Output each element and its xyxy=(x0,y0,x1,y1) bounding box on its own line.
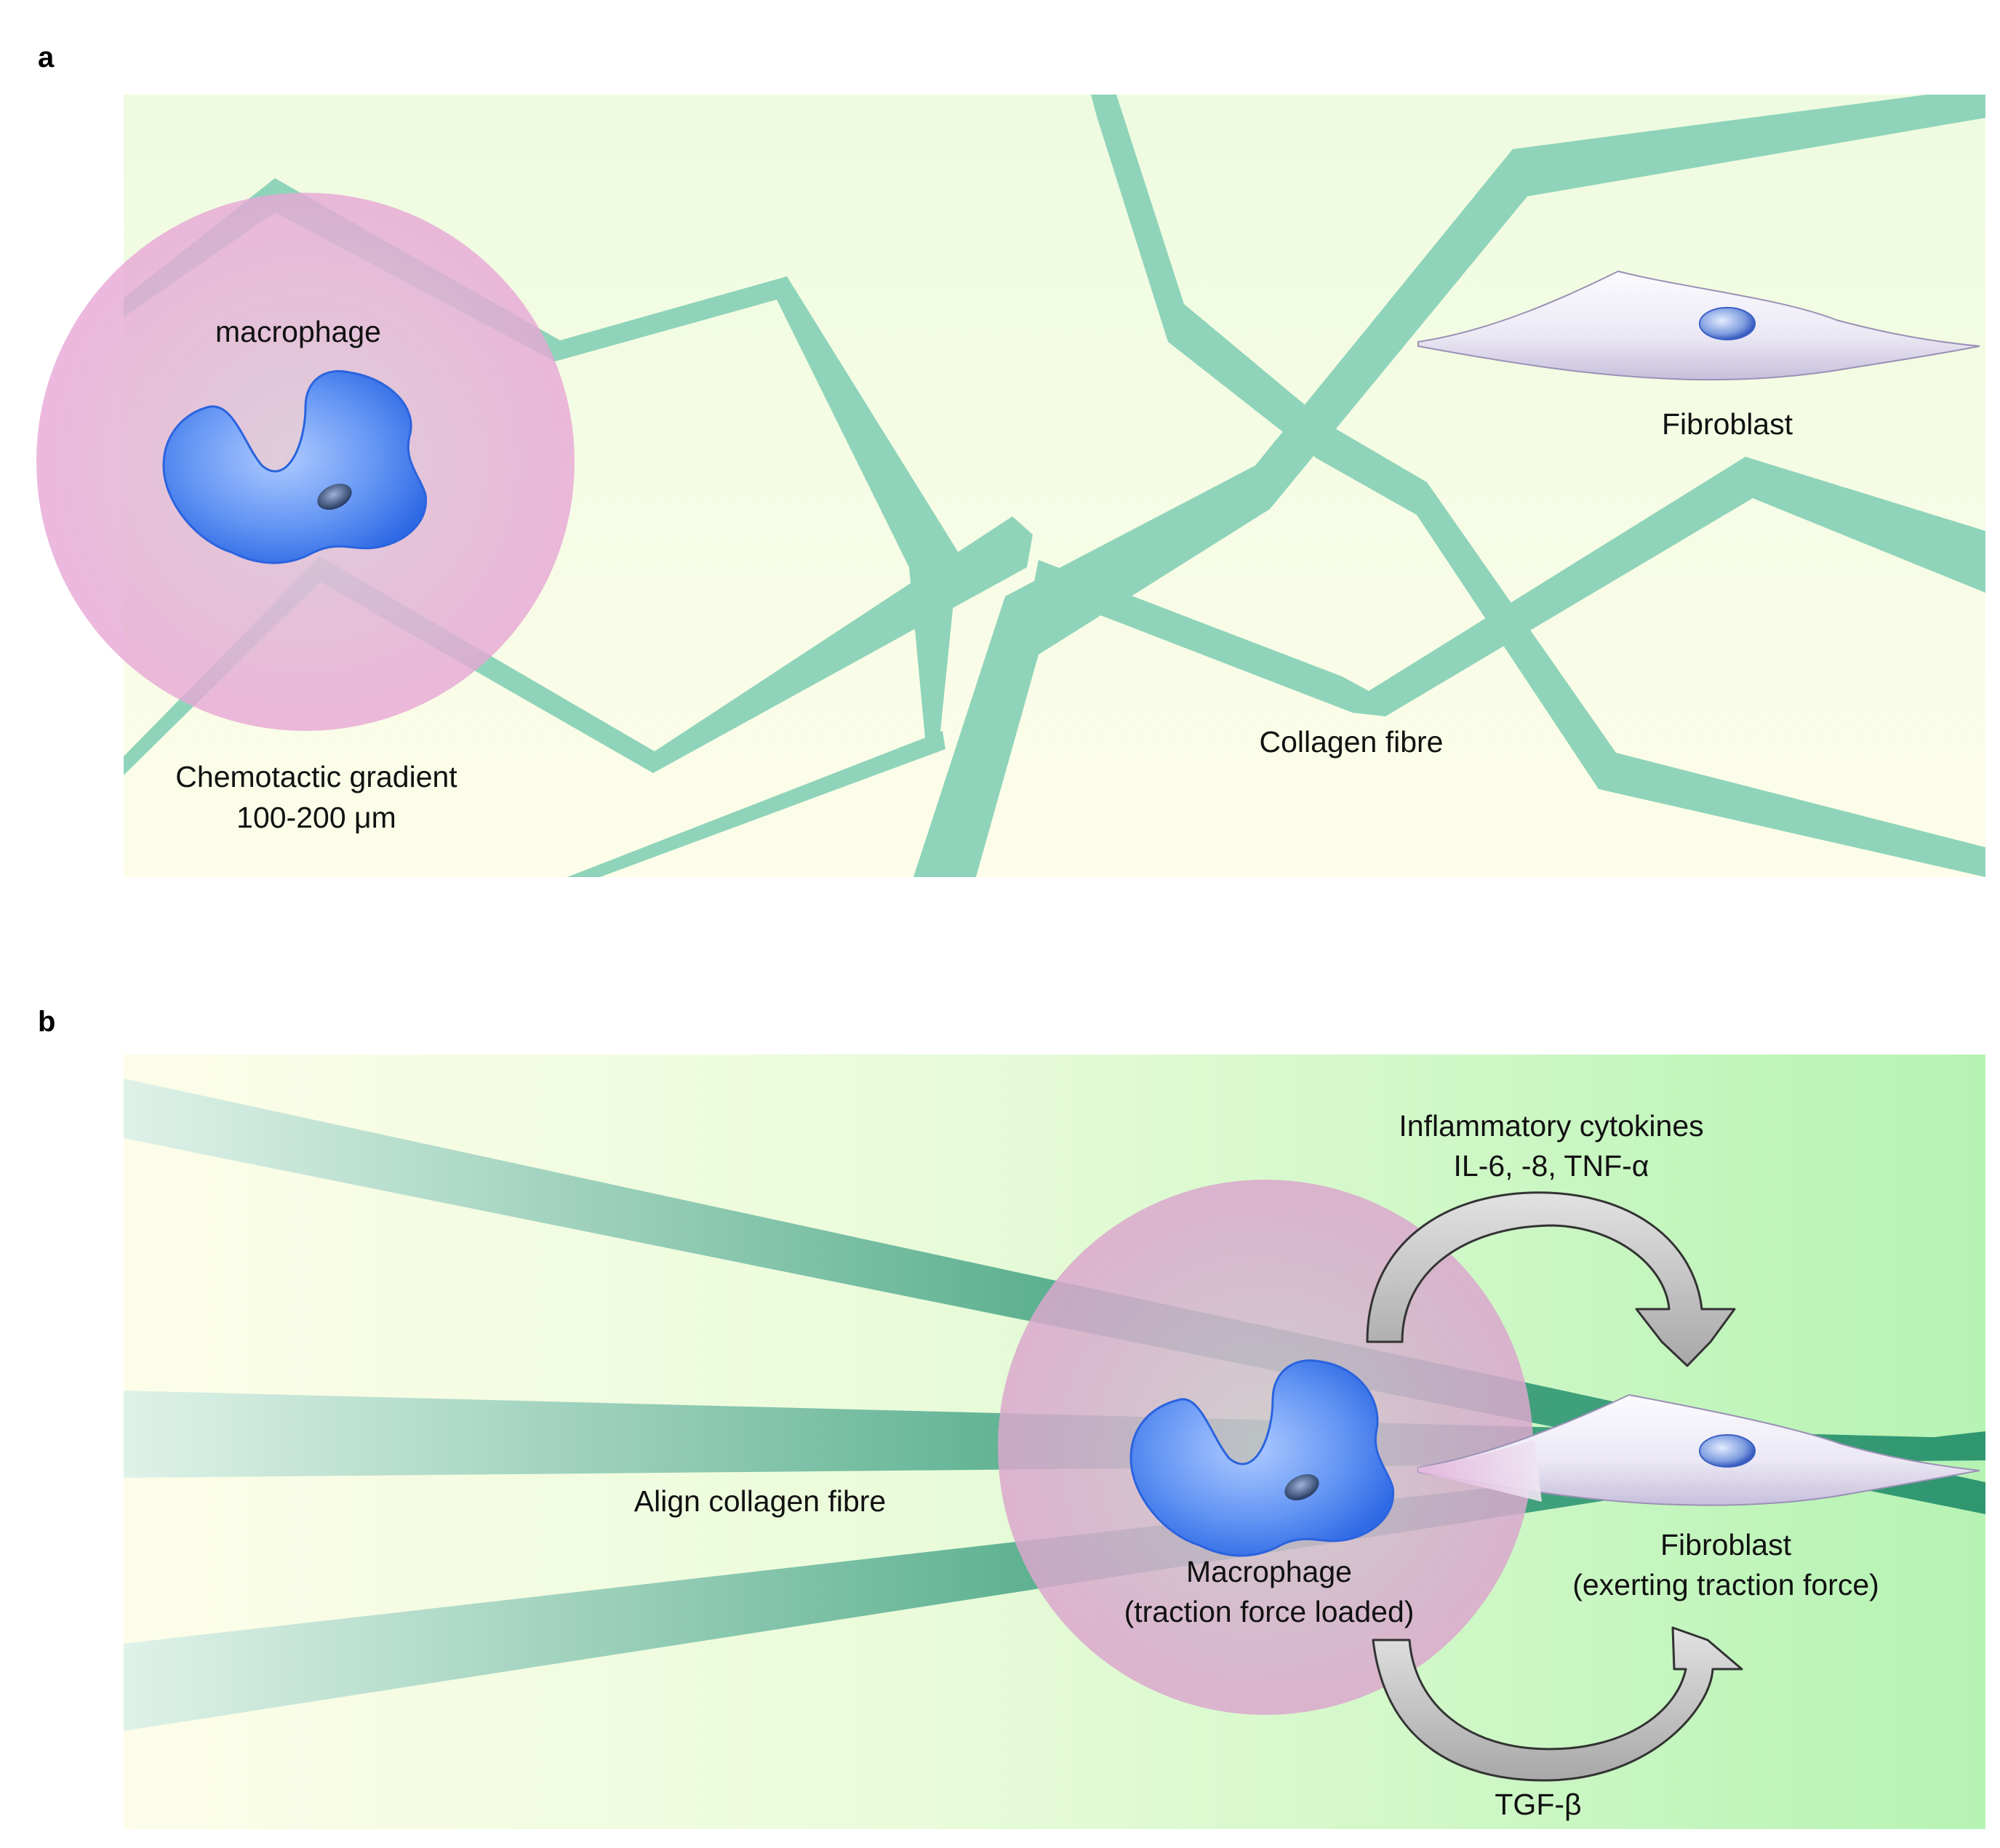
fibroblast-nucleus-b xyxy=(1699,1434,1756,1468)
fibroblast-label-line1: Fibroblast xyxy=(1660,1528,1792,1561)
fibroblast-nucleus xyxy=(1699,307,1756,340)
macrophage-label-line2: (traction force loaded) xyxy=(1124,1595,1415,1628)
macrophage-cell xyxy=(162,369,428,564)
macrophage-nucleus-b xyxy=(1284,1474,1319,1500)
gradient-label-line2: 100-200 μm xyxy=(236,801,396,834)
tgf-beta-label: TGF-β xyxy=(1495,1788,1581,1821)
align-collagen-label: Align collagen fibre xyxy=(634,1484,886,1518)
collagen-fibre-5 xyxy=(913,95,1985,877)
panel-b-letter: b xyxy=(38,1006,55,1038)
fibroblast-body xyxy=(1417,270,1980,381)
macrophage-nucleus xyxy=(317,484,352,510)
fibroblast-body-b xyxy=(1417,1393,1980,1506)
fibroblast-cell-b xyxy=(1417,1393,1980,1506)
macrophage-label-line1: Macrophage xyxy=(1186,1555,1352,1588)
panel-a-letter: a xyxy=(38,41,55,73)
macrophage-cell-b xyxy=(1129,1359,1395,1557)
cytokines-label-line2: IL-6, -8, TNF-α xyxy=(1454,1149,1649,1183)
collagen-fibre-6 xyxy=(1033,457,1985,716)
collagen-fibre-3 xyxy=(567,731,945,877)
macrophage-label: macrophage xyxy=(215,315,381,348)
macrophage-body-b xyxy=(1129,1359,1395,1557)
gradient-label-line1: Chemotactic gradient xyxy=(175,760,457,793)
panel-a: macrophage Chemotactic gradient 100-200 … xyxy=(36,95,1985,877)
cytokines-label-line1: Inflammatory cytokines xyxy=(1399,1109,1703,1143)
fibroblast-tip-b xyxy=(1418,1440,1542,1502)
cytokine-arrow xyxy=(1366,1191,1736,1367)
tgf-arrow xyxy=(1372,1626,1743,1782)
collagen-fibre-label: Collagen fibre xyxy=(1260,725,1444,759)
panel-b: Inflammatory cytokines IL-6, -8, TNF-α A… xyxy=(124,1055,1985,1829)
fibroblast-label: Fibroblast xyxy=(1662,407,1793,441)
fibroblast-cell xyxy=(1417,270,1980,381)
macrophage-body xyxy=(162,369,428,564)
fibroblast-label-line2: (exerting traction force) xyxy=(1572,1568,1879,1601)
